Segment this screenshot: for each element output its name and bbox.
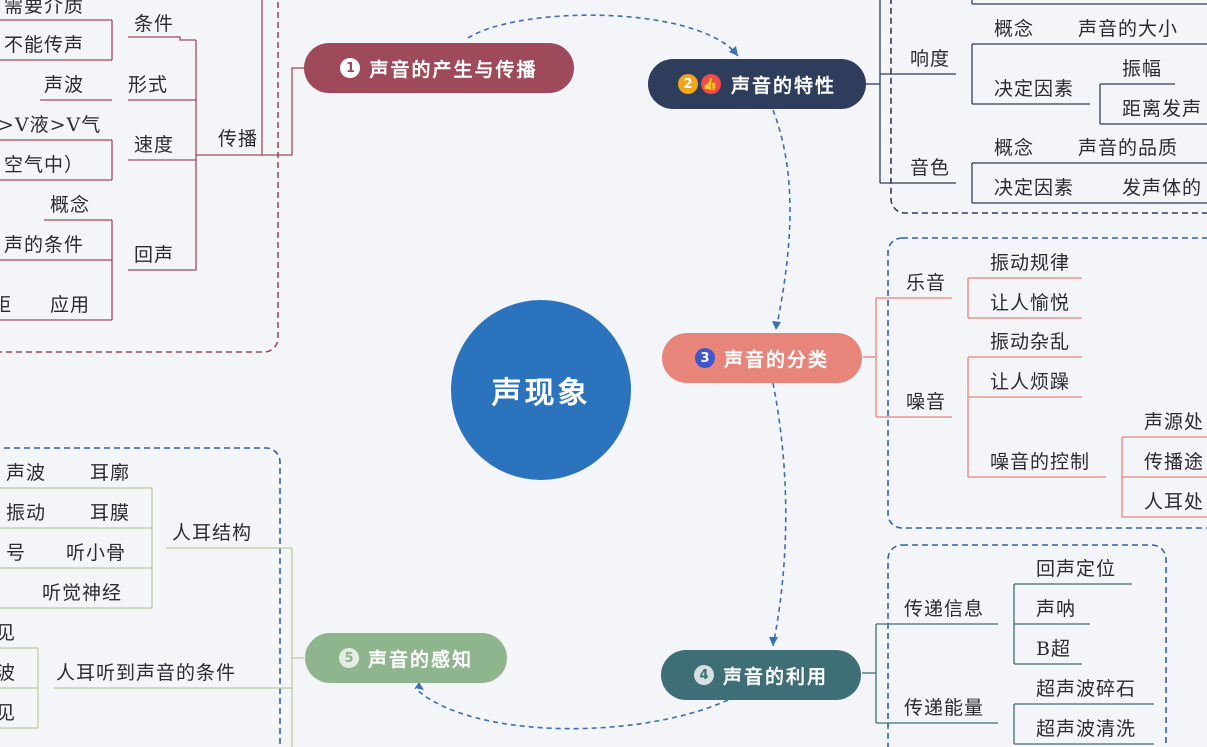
topic-2-label: 声音的特性 [730, 74, 836, 97]
node-jian-2[interactable]: 见 [0, 702, 17, 724]
node-zhenfu[interactable]: 振幅 [1122, 58, 1163, 80]
node-erkuo[interactable]: 耳廓 [90, 462, 131, 484]
node-yinse-jueding[interactable]: 决定因素 [994, 177, 1075, 199]
node-rang-ren-yuyue[interactable]: 让人愉悦 [990, 292, 1071, 314]
node-juli-fasheng[interactable]: 距离发声 [1122, 98, 1203, 120]
topic-4-number: 4 [693, 665, 714, 685]
center-label: 声现象 [491, 376, 591, 411]
node-chuanbo-tujing[interactable]: 传播途 [1144, 451, 1205, 473]
node-yueyin[interactable]: 乐音 [906, 272, 947, 294]
node-shengbo-5[interactable]: 声波 [6, 462, 47, 484]
topic-1-number: 1 [340, 58, 361, 78]
topic-3-node[interactable]: 3 声音的分类 [662, 333, 862, 383]
topic-1-node[interactable]: 1 声音的产生与传播 [304, 43, 574, 93]
topic-2-node[interactable]: 2 👍 声音的特性 [648, 59, 866, 109]
thumbs-up-icon: 👍 [700, 74, 721, 94]
node-yinse-gainian[interactable]: 概念 [994, 137, 1035, 159]
node-yingyong[interactable]: 应用 [50, 294, 91, 316]
topic-3-label: 声音的分类 [723, 348, 829, 371]
node-chaoshengbo-suishi[interactable]: 超声波碎石 [1036, 678, 1137, 700]
node-shengbo[interactable]: 声波 [44, 74, 85, 96]
node-chaoshengbo-qingxi[interactable]: 超声波清洗 [1036, 718, 1137, 740]
node-bchao[interactable]: B超 [1036, 638, 1071, 660]
topic-5-label: 声音的感知 [367, 648, 473, 671]
node-v-order[interactable]: >V液>V气 [0, 114, 102, 136]
node-zaoyin[interactable]: 噪音 [906, 391, 947, 413]
node-shengyuan-chu[interactable]: 声源处 [1144, 411, 1205, 433]
topic-4-label: 声音的利用 [722, 665, 828, 688]
node-kongqi[interactable]: 空气中） [4, 154, 85, 176]
node-buneng-chuansheng[interactable]: 不能传声 [4, 34, 85, 56]
node-zaoyin-kongzhi[interactable]: 噪音的控制 [990, 451, 1091, 473]
topic-2-number: 2 [677, 74, 698, 94]
node-tiaojian[interactable]: 条件 [134, 13, 175, 35]
node-chuandi-nengliang[interactable]: 传递能量 [904, 697, 985, 719]
node-zhendong-guilv[interactable]: 振动规律 [990, 252, 1071, 274]
node-renerchu[interactable]: 人耳处 [1144, 491, 1205, 513]
topic-4-node[interactable]: 4 声音的利用 [661, 650, 861, 700]
node-sudu[interactable]: 速度 [134, 134, 175, 156]
node-zhendong-zaluan[interactable]: 振动杂乱 [990, 331, 1071, 353]
node-huisheng-dingwei[interactable]: 回声定位 [1036, 558, 1117, 580]
node-shengyin-pinzhi[interactable]: 声音的品质 [1078, 137, 1179, 159]
topic-1-label: 声音的产生与传播 [369, 58, 538, 81]
topic-3-number: 3 [694, 348, 715, 368]
node-shengyin-daxiao[interactable]: 声音的大小 [1078, 18, 1179, 40]
node-tingdao-tiaojian[interactable]: 人耳听到声音的条件 [56, 662, 237, 684]
center-node[interactable]: 声现象 [451, 300, 631, 480]
node-yinse[interactable]: 音色 [910, 157, 951, 179]
topic-5-node[interactable]: 5 声音的感知 [305, 633, 507, 683]
node-ermo[interactable]: 耳膜 [90, 502, 131, 524]
node-xiangdu[interactable]: 响度 [910, 48, 951, 70]
topic-5-number: 5 [338, 648, 359, 668]
node-bo[interactable]: 波 [0, 662, 17, 684]
node-huisheng-tiaojian[interactable]: 声的条件 [4, 234, 85, 256]
node-xingshi[interactable]: 形式 [128, 74, 169, 96]
node-fashengti[interactable]: 发声体的 [1122, 177, 1203, 199]
node-chuandi-xinxi[interactable]: 传递信息 [904, 598, 985, 620]
node-huisheng[interactable]: 回声 [134, 244, 175, 266]
node-ju[interactable]: 距 [0, 294, 13, 316]
node-renerjiegou[interactable]: 人耳结构 [172, 522, 253, 544]
node-chuanbo[interactable]: 传播 [218, 128, 259, 150]
node-rang-ren-fanzao[interactable]: 让人烦躁 [990, 371, 1071, 393]
node-zhendong-5[interactable]: 振动 [6, 502, 47, 524]
node-xuyao-jiezhi[interactable]: 需要介质 [4, 0, 85, 17]
node-jian-1[interactable]: 见 [0, 622, 17, 644]
node-tingxiaogu[interactable]: 听小骨 [66, 542, 127, 564]
node-shengna[interactable]: 声呐 [1036, 598, 1077, 620]
node-gainian-hs[interactable]: 概念 [50, 194, 91, 216]
node-tingjue-shenjing[interactable]: 听觉神经 [42, 582, 123, 604]
node-xiangdu-jueding[interactable]: 决定因素 [994, 78, 1075, 100]
node-hao[interactable]: 号 [6, 542, 27, 564]
node-xiangdu-gainian[interactable]: 概念 [994, 18, 1035, 40]
